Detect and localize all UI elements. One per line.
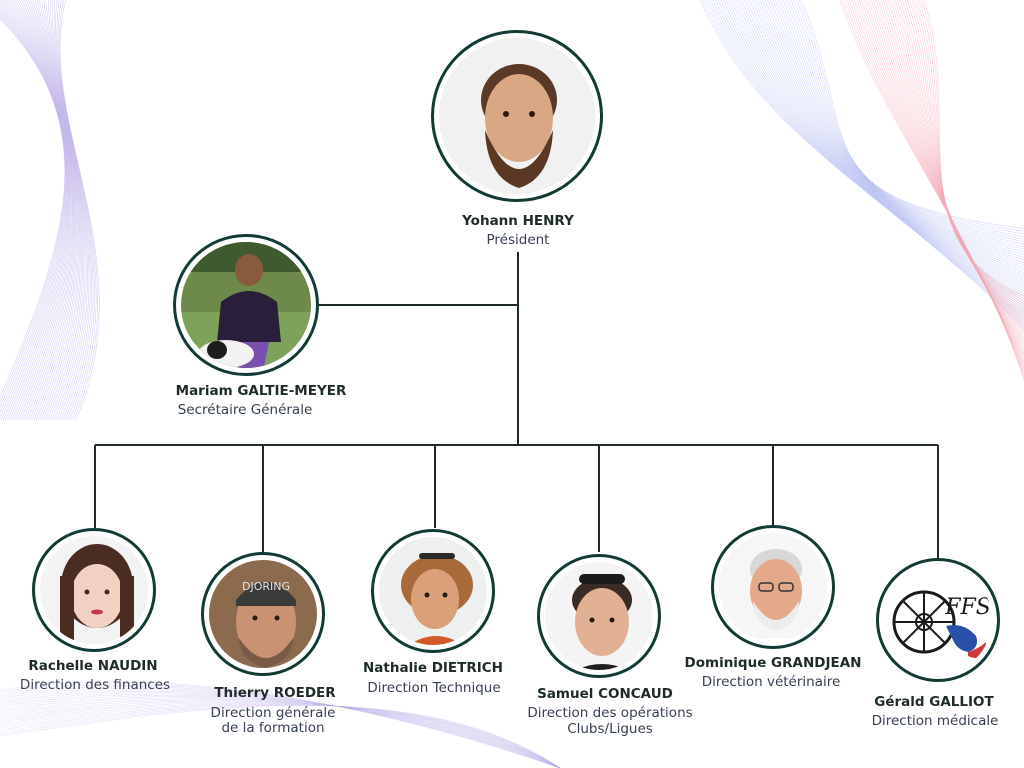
operations-role-line2: Clubs/Ligues: [567, 721, 653, 737]
person-with-dog-icon: [181, 242, 311, 368]
formation-role-line2: de la formation: [221, 720, 325, 736]
wave-right-blue-bundle: [699, 0, 1024, 331]
svg-text:DJORING: DJORING: [242, 580, 290, 593]
person-portrait-icon: [719, 533, 827, 641]
veterinaire-role: Direction vétérinaire: [701, 674, 841, 690]
svg-text:FFS: FFS: [944, 595, 991, 620]
avatar-secretary: [173, 234, 319, 376]
president-role: Président: [486, 232, 550, 248]
technique-role: Direction Technique: [367, 680, 501, 696]
medicale-role: Direction médicale: [871, 713, 999, 729]
ffs-logo-icon: FFS: [884, 566, 992, 674]
avatar-operations: [537, 554, 661, 678]
formation-name: Thierry ROEDER: [214, 685, 336, 701]
finances-name: Rachelle NAUDIN: [28, 658, 158, 674]
person-portrait-icon: [439, 38, 595, 194]
person-portrait-icon: [379, 537, 487, 645]
avatar-finances: [32, 528, 156, 652]
person-portrait-icon: [545, 562, 653, 670]
avatar-technique: [371, 529, 495, 653]
avatar-president: [431, 30, 603, 202]
avatar-veterinaire: [711, 525, 835, 649]
avatar-medicale-logo: FFS: [876, 558, 1000, 682]
wave-bottom-bundle: [0, 681, 561, 768]
wave-right-pink-bundle: [839, 0, 1024, 381]
person-portrait-icon: [40, 536, 148, 644]
person-portrait-icon: DJORING: [209, 560, 317, 668]
operations-name: Samuel CONCAUD: [537, 686, 673, 702]
veterinaire-name: Dominique GRANDJEAN: [684, 655, 862, 671]
operations-role-line1: Direction des opérations: [527, 705, 693, 721]
formation-role-line1: Direction générale: [210, 705, 336, 721]
technique-name: Nathalie DIETRICH: [363, 660, 503, 676]
president-name: Yohann HENRY: [462, 213, 574, 229]
wave-left-bundle: [0, 0, 100, 421]
avatar-formation: DJORING: [201, 552, 325, 676]
secretary-role: Secrétaire Générale: [177, 402, 313, 418]
secretary-name: Mariam GALTIE-MEYER: [175, 383, 347, 399]
finances-role: Direction des finances: [19, 677, 171, 693]
medicale-name: Gérald GALLIOT: [874, 694, 994, 710]
